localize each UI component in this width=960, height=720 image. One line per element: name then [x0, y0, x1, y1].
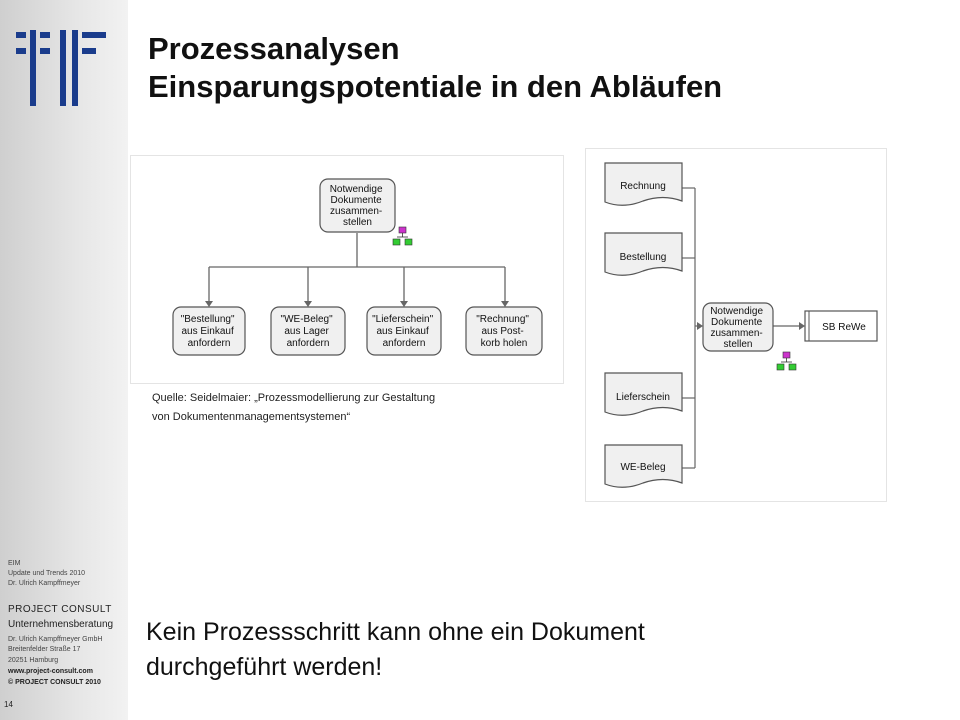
sidebar-web-link[interactable]: www.project-consult.com: [8, 668, 93, 675]
document-flow-diagram: Rechnung Bestellung Lieferschein WE-Bele…: [585, 148, 887, 502]
source-caption: Quelle: Seidelmaier: „Prozessmodellierun…: [152, 389, 435, 427]
svg-text:SB ReWe: SB ReWe: [822, 322, 866, 333]
sidebar-line-author: Dr. Ulrich Kampffmeyer: [8, 580, 81, 587]
caption-line-2: von Dokumentenmanagementsystemen“: [152, 411, 351, 423]
target-sb-rewe: SB ReWe: [804, 310, 878, 342]
sidebar-street: Breitenfelder Straße 17: [8, 646, 81, 653]
svg-text:Lieferschein: Lieferschein: [616, 392, 670, 403]
sidebar-copyright: © PROJECT CONSULT 2010: [8, 679, 101, 686]
title-line-1: Prozessanalysen: [148, 31, 400, 66]
document-bestellung: Bestellung: [604, 232, 683, 276]
svg-text:"WE-Beleg" aus Lager: "WE-Beleg" aus Lager anfordern: [281, 314, 336, 349]
caption-line-1: Quelle: Seidelmaier: „Prozessmodellierun…: [152, 392, 436, 404]
center-process-box: Notwendige Dokumente zusammen- stellen: [702, 302, 774, 352]
org-unit-icon: [392, 226, 413, 246]
org-unit-icon-right: [776, 351, 797, 371]
key-statement: Kein Prozessschritt kann ohne ein Dokume…: [146, 615, 645, 685]
page-title: Prozessanalysen Einsparungspotentiale in…: [148, 30, 722, 106]
document-rechnung: Rechnung: [604, 162, 683, 206]
child-box-bestellung: "Bestellung" aus Einkauf anfordern: [172, 306, 246, 356]
sidebar-subbrand: Unternehmensberatung: [8, 619, 114, 630]
svg-text:Notwendige Dokumente: Notwendige Dokumente zusammen- stellen: [710, 306, 766, 350]
svg-text:"Lieferschein" aus Einka: "Lieferschein" aus Einkauf anfordern: [372, 314, 436, 349]
child-box-rechnung: "Rechnung" aus Post- korb holen: [465, 306, 543, 356]
svg-text:Bestellung: Bestellung: [620, 252, 667, 263]
statement-line-2: durchgeführt werden!: [146, 653, 383, 681]
sidebar: EIM Update und Trends 2010 Dr. Ulrich Ka…: [0, 0, 128, 720]
company-logo: [16, 30, 106, 106]
sidebar-brand: PROJECT CONSULT: [8, 604, 112, 615]
svg-text:Rechnung: Rechnung: [620, 181, 666, 192]
root-process-box: Notwendige Dokumente zusammen- stellen: [319, 178, 396, 233]
sidebar-line-eim: EIM: [8, 560, 21, 567]
svg-text:"Bestellung" aus Einkauf: "Bestellung" aus Einkauf anfordern: [181, 314, 238, 349]
sidebar-city: 20251 Hamburg: [8, 657, 59, 664]
document-lieferschein: Lieferschein: [604, 372, 683, 416]
child-box-lieferschein: "Lieferschein" aus Einkauf anfordern: [366, 306, 442, 356]
sidebar-line-update: Update und Trends 2010: [8, 570, 86, 577]
sidebar-company: Dr. Ulrich Kampffmeyer GmbH: [8, 636, 103, 643]
hierarchy-diagram: Notwendige Dokumente zusammen- stellen "…: [130, 155, 564, 384]
svg-text:WE-Beleg: WE-Beleg: [620, 462, 665, 473]
page-number: 14: [4, 700, 13, 709]
title-line-2: Einsparungspotentiale in den Abläufen: [148, 69, 723, 104]
child-box-we-beleg: "WE-Beleg" aus Lager anfordern: [270, 306, 346, 356]
statement-line-1: Kein Prozessschritt kann ohne ein Dokume…: [146, 618, 645, 646]
document-we-beleg: WE-Beleg: [604, 444, 683, 488]
svg-text:Notwendige Dokumente: Notwendige Dokumente zusammen- stellen: [330, 184, 386, 228]
svg-text:"Rechnung" aus Post-: "Rechnung" aus Post- korb holen: [476, 314, 531, 349]
